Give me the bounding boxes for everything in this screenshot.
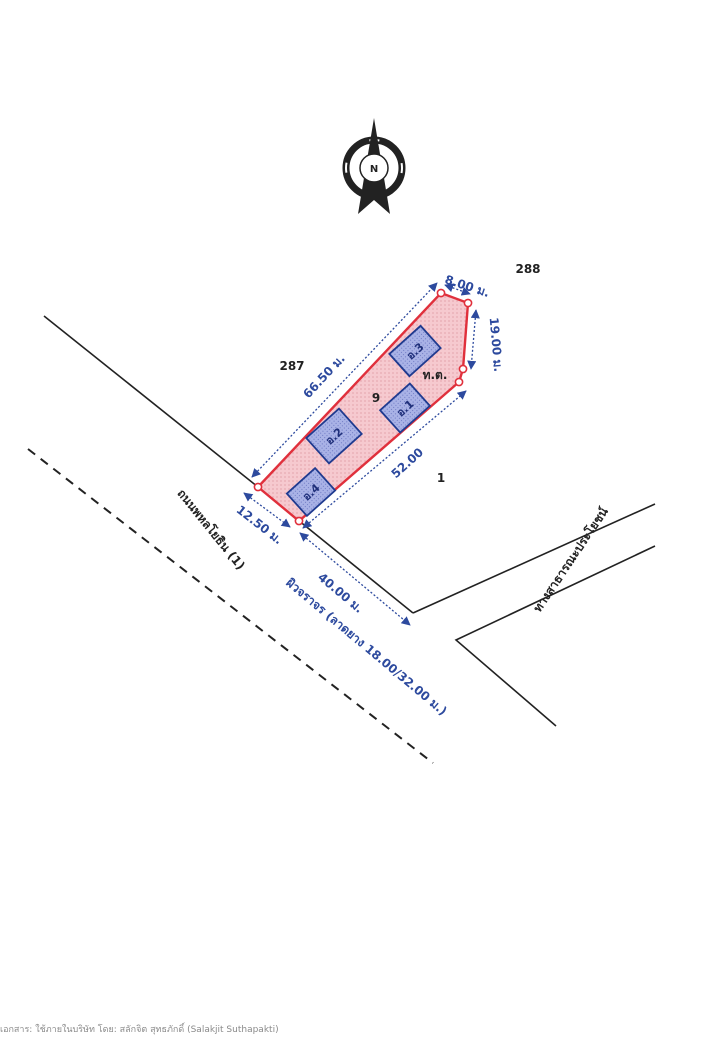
site-label: ท.ต. xyxy=(423,368,448,382)
public-way-edge-upper xyxy=(412,503,656,614)
boundary-markers xyxy=(253,288,473,526)
dim-label-east: 19.00 ม. xyxy=(487,317,506,373)
road-edge-main xyxy=(43,315,259,488)
boundary-marker xyxy=(454,377,464,387)
dim-line-frontage xyxy=(243,492,291,528)
dim-line-north xyxy=(444,283,471,296)
parcel-number-northeast: 288 xyxy=(515,262,540,276)
parcel-boundary[interactable] xyxy=(256,291,470,523)
main-road-label: ถนนพหลโยธิน (1) xyxy=(174,486,248,573)
dim-label-southeast: 52.00 xyxy=(389,445,427,481)
north-arrow: N xyxy=(342,118,406,214)
dim-line-northwest xyxy=(251,282,438,478)
boundary-marker xyxy=(253,482,263,492)
boundary-marker xyxy=(463,298,473,308)
public-way-label: ทางสาธารณะประโยชน์ xyxy=(530,504,612,615)
road-centerline xyxy=(27,448,434,764)
boundary-marker xyxy=(294,516,304,526)
dim-label-frontage: 12.50 ม. xyxy=(234,503,286,548)
parcel-number-northwest: 287 xyxy=(279,359,304,373)
dim-line-east xyxy=(467,309,480,370)
footer-credit: เอกสาร: ใช้ภายในบริษัท โดย: สลักจิต สุทธ… xyxy=(0,1025,279,1035)
road-surface-label: ผิวจราจร (ลาดยาง 18.00/32.00 ม.) xyxy=(283,576,449,719)
dim-label-northwest: 66.50 ม. xyxy=(300,352,347,401)
parcel-number-southeast: 1 xyxy=(437,471,445,485)
boundary-marker xyxy=(436,288,446,298)
parcel-number-subject: 9 xyxy=(372,391,380,405)
north-letter: N xyxy=(370,164,378,175)
boundary-marker xyxy=(458,364,468,374)
public-way-edge-lower xyxy=(454,545,656,727)
dim-line-southeast xyxy=(302,390,467,529)
